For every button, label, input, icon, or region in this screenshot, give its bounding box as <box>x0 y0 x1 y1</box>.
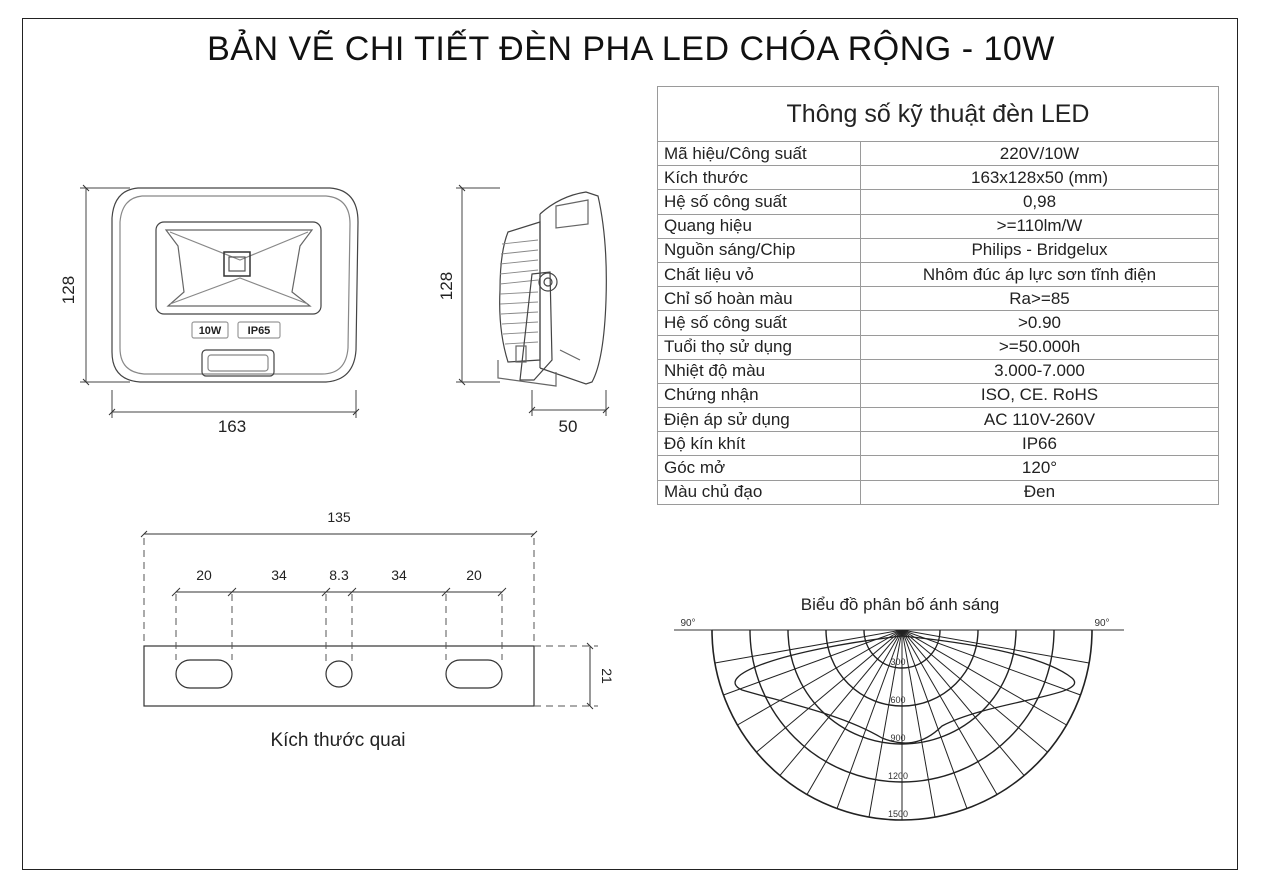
bracket-segment-5: 20 <box>466 567 482 583</box>
spec-key: Hệ số công suất <box>657 189 861 215</box>
bracket-segment-4: 34 <box>391 567 407 583</box>
polar-radius-label: 600 <box>890 695 905 705</box>
spec-value: Philips - Bridgelux <box>860 237 1219 263</box>
polar-spoke <box>779 629 903 776</box>
spec-key: Nhiệt độ màu <box>657 358 861 384</box>
spec-value: Nhôm đúc áp lực sơn tĩnh điện <box>860 261 1219 288</box>
ip-rating-label: IP65 <box>248 325 271 337</box>
spec-value: AC 110V-260V <box>860 407 1219 433</box>
front-height-dimension: 128 <box>59 276 78 304</box>
page-title: BẢN VẼ CHI TIẾT ĐÈN PHA LED CHÓA RỘNG - … <box>207 30 1055 68</box>
polar-radius-label: 300 <box>890 657 905 667</box>
spec-value: Đen <box>860 479 1219 505</box>
spec-value: >=110lm/W <box>860 213 1219 239</box>
polar-right-angle: 90° <box>1094 618 1109 629</box>
polar-left-angle: 90° <box>680 618 695 629</box>
polar-radius-label: 1500 <box>888 809 908 819</box>
spec-key: Quang hiệu <box>657 213 861 239</box>
spec-value: 0,98 <box>860 189 1219 215</box>
bracket-dimension-lines <box>140 530 594 710</box>
bracket-extension-lines <box>143 538 598 707</box>
bracket-segment-2: 34 <box>271 567 287 583</box>
spec-row: Quang hiệu>=110lm/W <box>657 213 1219 239</box>
polar-spoke <box>723 629 903 696</box>
spec-key: Điện áp sử dụng <box>657 407 861 433</box>
polar-spoke <box>901 629 1025 776</box>
front-view <box>111 187 359 383</box>
bracket-segment-1: 20 <box>196 567 212 583</box>
light-distribution-curve <box>734 635 1076 744</box>
front-width-dimension: 163 <box>218 417 246 436</box>
polar-spoke <box>901 629 968 809</box>
spec-row: Hệ số công suất>0.90 <box>657 310 1219 336</box>
polar-diagram: 300 600 900 1200 1500 <box>674 629 1124 821</box>
side-view <box>497 191 607 387</box>
polar-diagram-title: Biểu đồ phân bố ánh sáng <box>801 595 1000 614</box>
polar-spoke <box>868 629 903 818</box>
polar-spoke <box>901 629 1090 664</box>
drawing-frame <box>22 18 1238 870</box>
polar-spoke <box>901 629 998 795</box>
bracket-caption: Kích thước quai <box>270 730 405 751</box>
side-dimension-lines <box>456 184 610 416</box>
spec-table: Thông số kỹ thuật đèn LED Mã hiệu/Công s… <box>657 86 1219 505</box>
spec-key: Hệ số công suất <box>657 310 861 336</box>
spec-value: >=50.000h <box>860 334 1219 360</box>
polar-spoke <box>901 629 1067 726</box>
polar-spoke <box>714 629 903 664</box>
polar-radius-label: 900 <box>890 733 905 743</box>
bracket-total-length: 135 <box>327 509 351 525</box>
spec-value: 220V/10W <box>860 140 1219 167</box>
polar-spoke <box>737 629 903 726</box>
polar-spoke <box>756 629 903 753</box>
bracket-segment-3: 8.3 <box>329 567 349 583</box>
polar-spoke <box>836 629 903 809</box>
polar-spoke <box>901 629 1081 696</box>
side-depth-dimension: 50 <box>559 417 578 436</box>
polar-spoke <box>901 629 936 818</box>
bracket-height: 21 <box>599 668 615 684</box>
polar-spoke <box>806 629 903 795</box>
polar-radius-label: 1200 <box>888 771 908 781</box>
polar-spoke <box>901 629 1048 753</box>
bracket-drawing <box>143 645 535 707</box>
front-dimension-lines <box>80 184 360 418</box>
spec-value: 120° <box>860 455 1219 481</box>
spec-key: Màu chủ đạo <box>657 479 861 505</box>
spec-key: Chỉ số hoàn màu <box>657 286 861 312</box>
spec-row: Tuổi thọ sử dụng>=50.000h <box>657 334 1219 360</box>
side-height-dimension: 128 <box>437 272 456 300</box>
spec-value: >0.90 <box>860 310 1219 336</box>
power-label: 10W <box>199 325 222 337</box>
